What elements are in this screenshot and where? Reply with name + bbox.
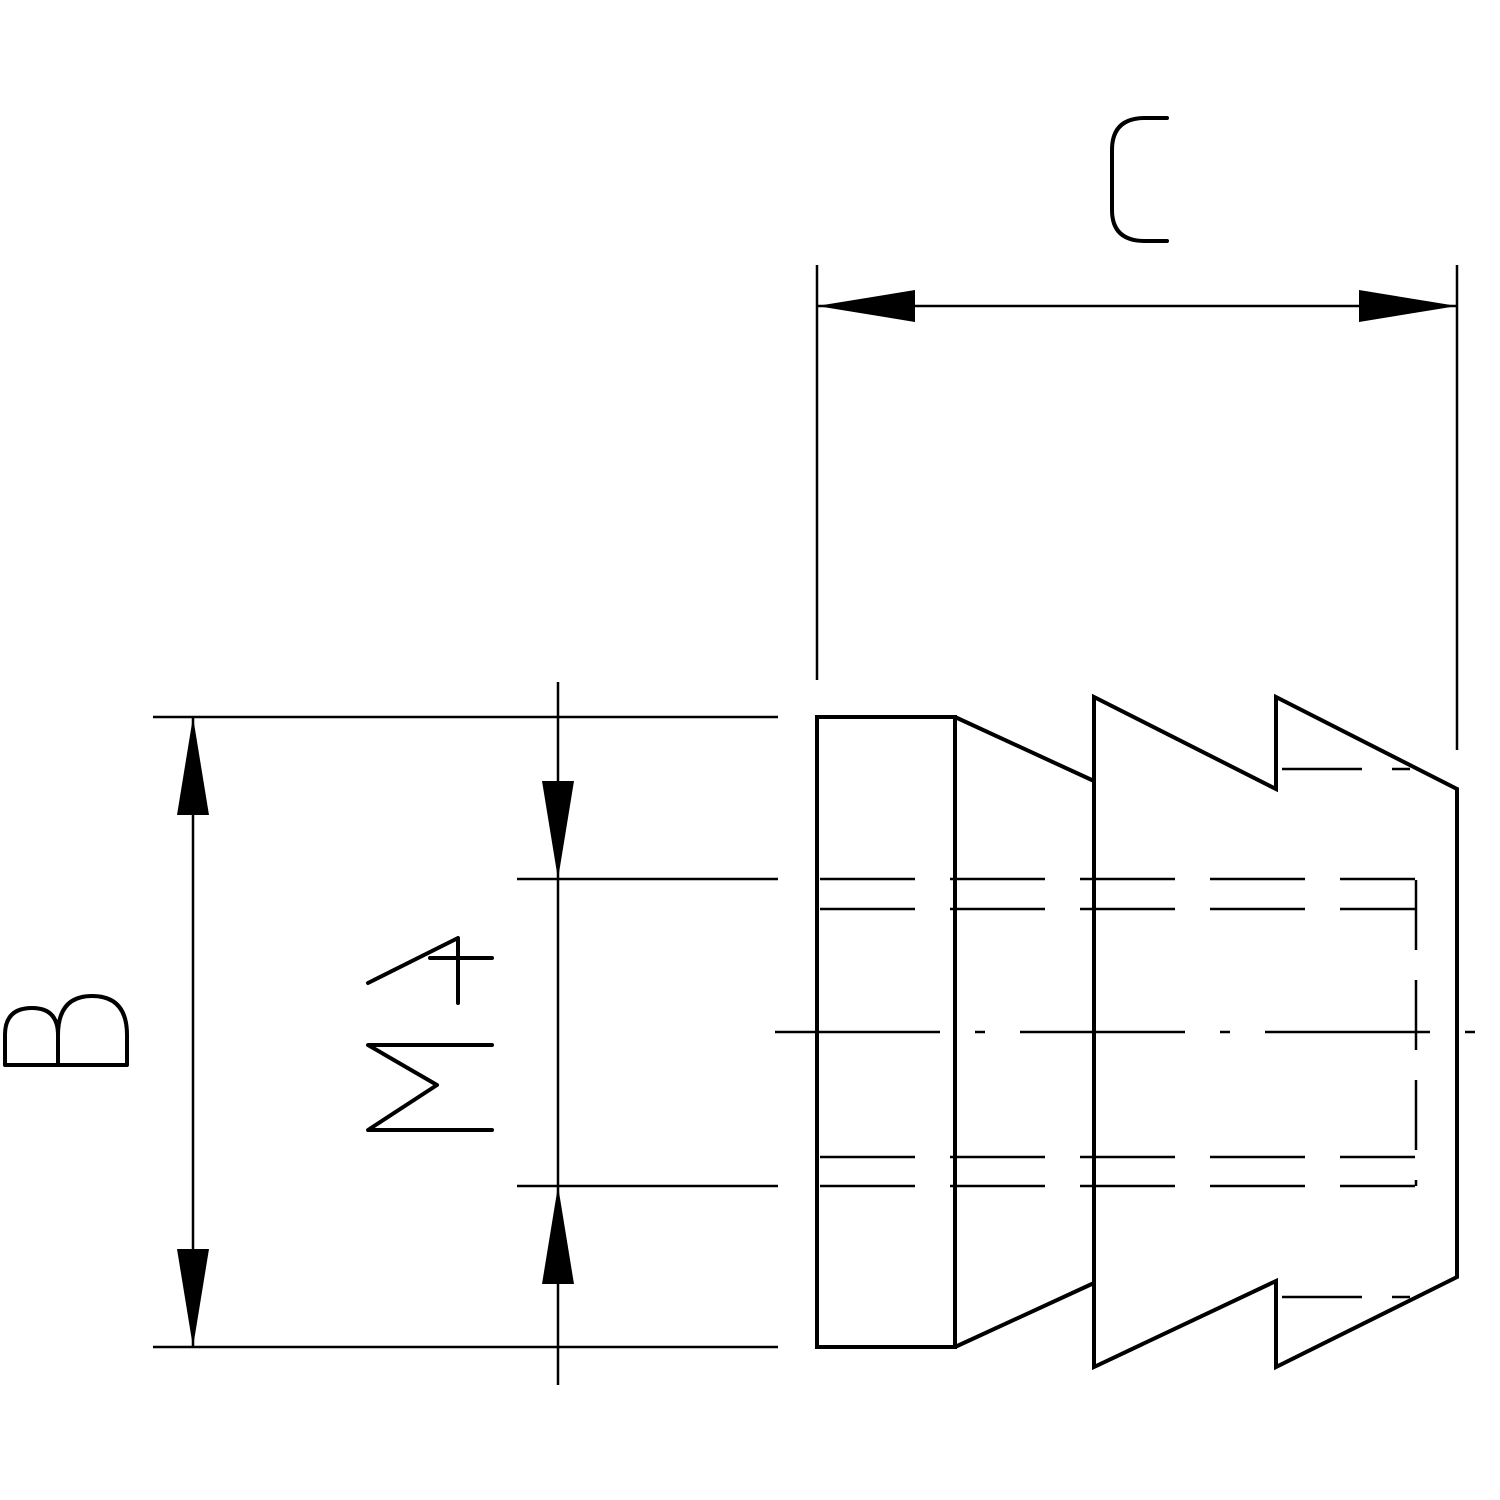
label-b-glyph (3, 994, 129, 1067)
label-c-glyph (1110, 116, 1169, 243)
label-m4-glyph-4 (366, 936, 494, 1005)
arrowhead-m4-top (542, 781, 574, 879)
arrowhead-b-top (177, 717, 209, 815)
arrowhead-c-right (1359, 290, 1457, 322)
label-m4-glyph-m (366, 1043, 494, 1132)
arrowhead-b-bottom (177, 1249, 209, 1347)
dimension-c (815, 116, 1459, 750)
cone-segment-2 (1092, 693, 1459, 1371)
arrowhead-c-left (817, 290, 915, 322)
dimension-m4 (366, 682, 778, 1385)
arrowhead-m4-bottom (542, 1186, 574, 1284)
cone-segment-1-bottom (954, 1281, 1095, 1349)
dimension-b (3, 715, 778, 1349)
cone-segment-1-top (954, 715, 1095, 783)
